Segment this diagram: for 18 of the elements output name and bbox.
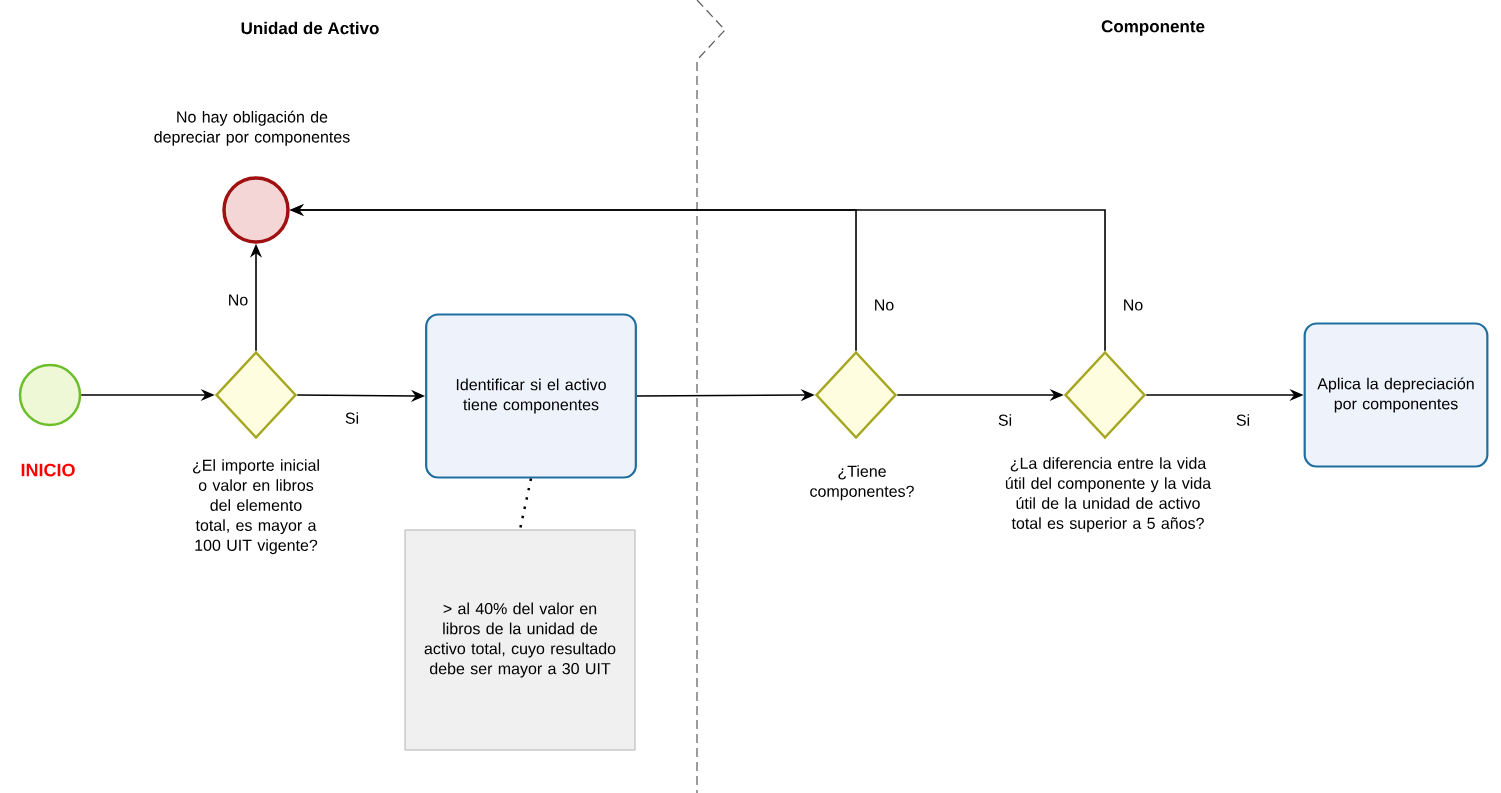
- edge-label: No: [226, 293, 250, 307]
- node-caption: ¿La diferencia entre la vida útil del componente y la vida útil de la unidad de activo total es superior a 5 años?: [1005, 457, 1212, 533]
- edge-label: No: [1121, 298, 1145, 312]
- end-event-circle: [222, 176, 290, 244]
- task-box: Identificar si el activo tiene componentes: [425, 313, 637, 479]
- lane-heading: Componente: [1101, 20, 1205, 36]
- edge-label: Si: [1234, 413, 1252, 427]
- edge-label: Si: [343, 411, 361, 425]
- node-caption: No hay obligación de depreciar por componentes: [154, 110, 350, 146]
- annotation-box: > al 40% del valor en libros de la unidad de activo total, cuyo resultado debe ser mayor a 30 UIT: [404, 529, 636, 751]
- start-event-circle: [18, 363, 82, 427]
- lane-heading: Unidad de Activo: [241, 21, 379, 35]
- node-caption: ¿El importe inicial o valor en libros del elemento total, es mayor a 100 UIT vigente?: [193, 459, 319, 555]
- edge-label: Si: [996, 413, 1014, 427]
- task-box: Aplica la depreciación por componentes: [1303, 322, 1489, 468]
- node-caption: ¿Tiene componentes?: [810, 465, 914, 501]
- start-label: INICIO: [21, 463, 75, 477]
- edge-label: No: [872, 298, 896, 312]
